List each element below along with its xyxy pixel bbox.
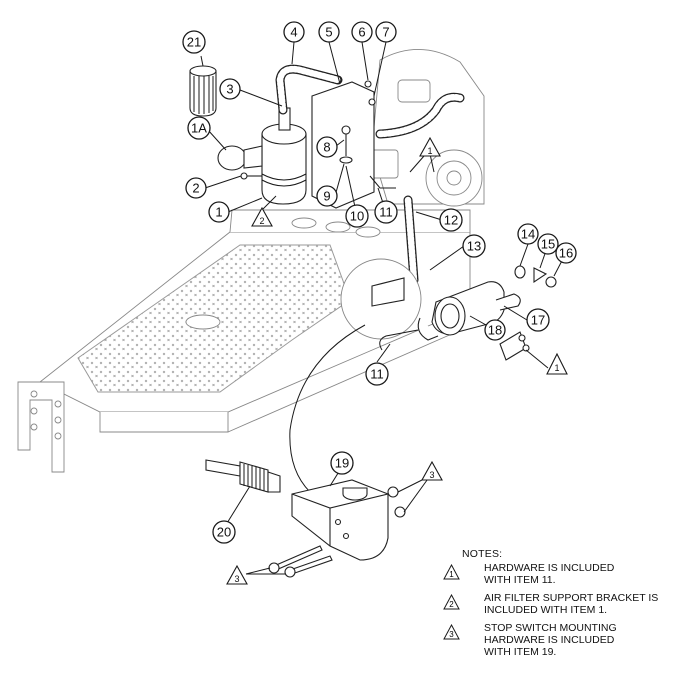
callout-2-label: 2 <box>192 181 199 196</box>
notes-title: NOTES: <box>462 548 503 560</box>
callout-19-label: 19 <box>335 456 349 471</box>
note-2: 2 AIR FILTER SUPPORT BRACKET IS INCLUDED… <box>443 592 672 616</box>
callout-7-label: 7 <box>382 25 389 40</box>
stop-switch <box>291 479 389 561</box>
callout-3-top-label: 3 <box>226 82 233 97</box>
callout-11-bottom-label: 11 <box>370 367 384 382</box>
note-1-line-2: WITH ITEM 11. <box>484 574 556 586</box>
callout-1a-label: 1A <box>191 121 207 136</box>
note-2-triangle: 2 <box>443 594 460 610</box>
note-3-line-3: WITH ITEM 19. <box>484 646 557 658</box>
switch-cable <box>205 459 281 493</box>
callout-1a[interactable]: 1A <box>187 116 211 140</box>
note-1-line-1: HARDWARE IS INCLUDED <box>484 562 615 574</box>
callout-3-top[interactable]: 3 <box>219 78 241 100</box>
callout-15[interactable]: 15 <box>537 233 559 255</box>
callout-10-label: 10 <box>350 209 364 224</box>
note-ref-3-right-label: 3 <box>429 470 434 480</box>
callout-17[interactable]: 17 <box>526 308 550 332</box>
callout-2[interactable]: 2 <box>185 177 207 199</box>
callout-11-bottom[interactable]: 11 <box>365 362 389 386</box>
callout-9-label: 9 <box>323 189 330 204</box>
callout-4[interactable]: 4 <box>283 21 305 43</box>
filter-bracket <box>311 81 375 209</box>
note-3-ref: 3 <box>449 630 454 639</box>
callout-6-label: 6 <box>358 25 365 40</box>
note-ref-triangle-1-top: 1 <box>419 136 441 157</box>
callout-10[interactable]: 10 <box>345 204 369 228</box>
callout-12[interactable]: 12 <box>439 208 463 232</box>
callout-18[interactable]: 18 <box>484 319 506 341</box>
callout-5-label: 5 <box>325 25 332 40</box>
note-1: 1 HARDWARE IS INCLUDED WITH ITEM 11. <box>443 562 672 586</box>
note-2-ref: 2 <box>449 600 454 609</box>
callout-18-label: 18 <box>488 323 502 338</box>
callout-11-top[interactable]: 11 <box>374 200 398 224</box>
notes-panel: NOTES: 1 HARDWARE IS INCLUDED WITH ITEM … <box>443 548 672 664</box>
note-2-line-2: INCLUDED WITH ITEM 1. <box>484 604 608 616</box>
trailer-frame <box>17 209 471 473</box>
callout-8[interactable]: 8 <box>316 136 338 158</box>
note-3: 3 STOP SWITCH MOUNTING HARDWARE IS INCLU… <box>443 622 672 658</box>
engine <box>363 49 485 207</box>
callout-20[interactable]: 20 <box>212 520 236 544</box>
hitch-bracket <box>17 381 65 473</box>
callout-4-label: 4 <box>290 25 297 40</box>
callout-1-label: 1 <box>215 205 222 220</box>
callout-11-top-label: 11 <box>379 205 393 220</box>
callout-17-label: 17 <box>531 313 545 328</box>
callout-16[interactable]: 16 <box>555 242 577 264</box>
in-line-filter-assembly <box>417 281 521 341</box>
callout-7[interactable]: 7 <box>375 21 397 43</box>
note-1-ref: 1 <box>449 570 454 579</box>
filter-element <box>189 65 217 117</box>
note-ref-2-label: 2 <box>259 216 264 226</box>
air-filter-canister <box>217 107 307 205</box>
note-1-triangle: 1 <box>443 564 460 580</box>
callout-21-label: 21 <box>187 35 201 50</box>
note-ref-triangle-3-left: 3 <box>226 564 248 585</box>
note-3-triangle: 3 <box>443 624 460 640</box>
callout-6[interactable]: 6 <box>351 21 373 43</box>
note-ref-1-top-label: 1 <box>427 146 432 156</box>
note-ref-triangle-2: 2 <box>251 206 273 227</box>
note-3-line-1: STOP SWITCH MOUNTING <box>484 622 617 634</box>
note-ref-1-right-label: 1 <box>554 363 559 373</box>
callout-13-label: 13 <box>467 239 481 254</box>
callout-9[interactable]: 9 <box>316 185 338 207</box>
callout-21[interactable]: 21 <box>182 30 206 54</box>
callout-12-label: 12 <box>444 213 458 228</box>
note-2-line-1: AIR FILTER SUPPORT BRACKET IS <box>484 592 659 604</box>
callout-1[interactable]: 1 <box>208 201 230 223</box>
callout-8-label: 8 <box>323 140 330 155</box>
callout-19[interactable]: 19 <box>330 451 354 475</box>
callout-16-label: 16 <box>559 246 573 261</box>
note-ref-3-left-label: 3 <box>234 574 239 584</box>
callout-15-label: 15 <box>541 237 555 252</box>
callout-14[interactable]: 14 <box>517 223 539 245</box>
wire-to-switch <box>289 324 366 493</box>
note-ref-triangle-3-right: 3 <box>421 460 443 481</box>
callout-20-label: 20 <box>217 525 231 540</box>
callout-14-label: 14 <box>521 227 535 242</box>
note-ref-triangle-1-right: 1 <box>546 352 568 375</box>
callout-13[interactable]: 13 <box>462 234 486 258</box>
callout-5[interactable]: 5 <box>318 21 340 43</box>
note-3-line-2: HARDWARE IS INCLUDED <box>484 634 615 646</box>
